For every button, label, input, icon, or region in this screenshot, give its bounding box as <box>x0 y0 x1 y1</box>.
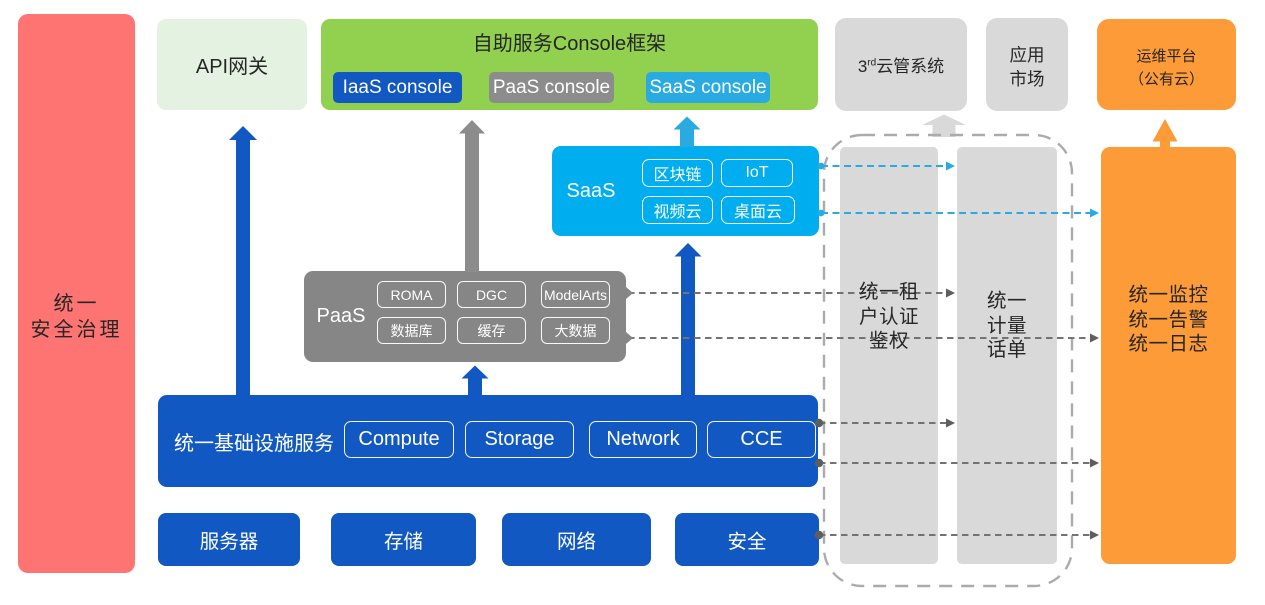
ops-platform-line-1: 运维平台 <box>1136 47 1197 65</box>
paas-console-chip: PaaS console <box>489 72 614 103</box>
infra-service-cce: CCE <box>707 421 816 458</box>
saas-label: SaaS <box>566 179 616 202</box>
cloud-mgmt-superscript: rd <box>867 57 877 69</box>
ops-platform-line-2: （公有云） <box>1128 70 1204 88</box>
saas-service-video-cloud: 视频云 <box>642 196 713 224</box>
iaas-console-chip-label: IaaS console <box>342 76 453 98</box>
billing-pillar-line-2: 计量 <box>986 314 1027 337</box>
saas-console-chip: SaaS console <box>646 72 770 103</box>
paas-box <box>304 271 626 362</box>
foundation-box-storage: 存储 <box>331 513 476 566</box>
infra-to-ops-arrowhead <box>1090 458 1099 468</box>
infra-service-network: Network <box>589 421 697 458</box>
auth-pillar-line-2: 户认证 <box>858 305 919 328</box>
cloud-mgmt-prefix: 3 <box>857 57 868 76</box>
console-framework-title: 自助服务Console框架 <box>472 33 667 55</box>
saas-service-blockchain: 区块链 <box>642 159 713 187</box>
iaas-console-chip: IaaS console <box>333 72 462 103</box>
ops-pillar-label: 统一监控 统一告警 统一日志 <box>1101 283 1236 357</box>
saas-to-billing-arrowhead <box>946 161 955 171</box>
paas-console-chip-label: PaaS console <box>492 76 611 98</box>
billing-pillar-label: 统一 计量 话单 <box>957 289 1057 363</box>
pillars-to-cloud-mgmt-arrow <box>922 114 966 137</box>
infra-to-paas-arrow <box>461 365 489 396</box>
app-market-box: 应用 市场 <box>986 18 1068 111</box>
paas-to-console-arrow <box>459 120 485 272</box>
billing-pillar-line-3: 话单 <box>986 339 1027 361</box>
app-market-line-1: 应用 <box>1009 45 1045 65</box>
ops-pillar <box>1101 147 1236 564</box>
saas-to-ops-arrowhead <box>1090 208 1099 218</box>
infrastructure-box <box>158 395 818 487</box>
saas-to-console-arrow <box>673 116 701 147</box>
saas-console-chip-label: SaaS console <box>649 76 767 98</box>
api-gateway-label: API网关 <box>195 56 269 78</box>
infra-service-storage: Storage <box>465 421 574 458</box>
api-gateway-box: API网关 <box>157 19 307 110</box>
infra-service-compute: Compute <box>344 421 454 458</box>
auth-pillar-line-1: 统一租 <box>858 281 919 303</box>
paas-service-dgc: DGC <box>457 281 526 308</box>
ops-pillar-line-3: 统一日志 <box>1128 333 1209 355</box>
app-market-line-2: 市场 <box>1009 68 1045 89</box>
ops-pillar-line-2: 统一告警 <box>1128 308 1209 331</box>
auth-pillar <box>840 147 938 564</box>
saas-service-desktop-cloud: 桌面云 <box>721 196 795 224</box>
paas-to-auth-arrowhead <box>946 288 955 298</box>
auth-pillar-line-3: 鉴权 <box>868 330 909 352</box>
infrastructure-label: 统一基础设施服务 <box>174 432 334 455</box>
ops-pillar-to-ops-platform-arrow <box>1152 119 1178 147</box>
foundation-box-security: 安全 <box>675 513 819 566</box>
paas-to-ops-arrowhead <box>1090 333 1099 343</box>
foundation-box-server: 服务器 <box>158 513 300 566</box>
security-governance-line-2: 安全治理 <box>30 318 123 341</box>
infra-to-saas-arrow <box>674 243 702 396</box>
security-to-ops-arrowhead <box>1090 530 1099 540</box>
ops-pillar-line-1: 统一监控 <box>1128 284 1209 306</box>
paas-label: PaaS <box>316 305 366 327</box>
third-party-cloud-mgmt-box: 3rd云管系统 <box>835 18 967 111</box>
infra-to-auth-arrowhead <box>946 418 955 428</box>
paas-service-cache: 缓存 <box>457 317 526 344</box>
paas-service-database: 数据库 <box>377 317 446 344</box>
ops-platform-label: 运维平台 （公有云） <box>1129 45 1204 91</box>
infra-to-api-gateway-arrow <box>229 126 257 396</box>
billing-pillar-line-1: 统一 <box>986 290 1027 312</box>
foundation-box-network: 网络 <box>502 513 651 566</box>
security-governance-label: 统一 安全治理 <box>18 292 135 343</box>
saas-service-iot: IoT <box>721 159 793 187</box>
auth-pillar-label: 统一租 户认证 鉴权 <box>840 280 938 354</box>
security-governance-bar <box>18 14 135 573</box>
cloud-mgmt-suffix: 云管系统 <box>876 57 945 76</box>
paas-service-roma: ROMA <box>377 281 446 308</box>
third-party-cloud-mgmt-label: 3rd云管系统 <box>858 52 944 77</box>
app-market-label: 应用 市场 <box>1010 44 1045 91</box>
security-governance-line-1: 统一 <box>53 293 100 315</box>
paas-service-bigdata: 大数据 <box>541 317 610 344</box>
paas-service-modelarts: ModelArts <box>541 281 610 308</box>
saas-box <box>552 146 819 236</box>
ops-platform-box: 运维平台 （公有云） <box>1097 19 1236 110</box>
